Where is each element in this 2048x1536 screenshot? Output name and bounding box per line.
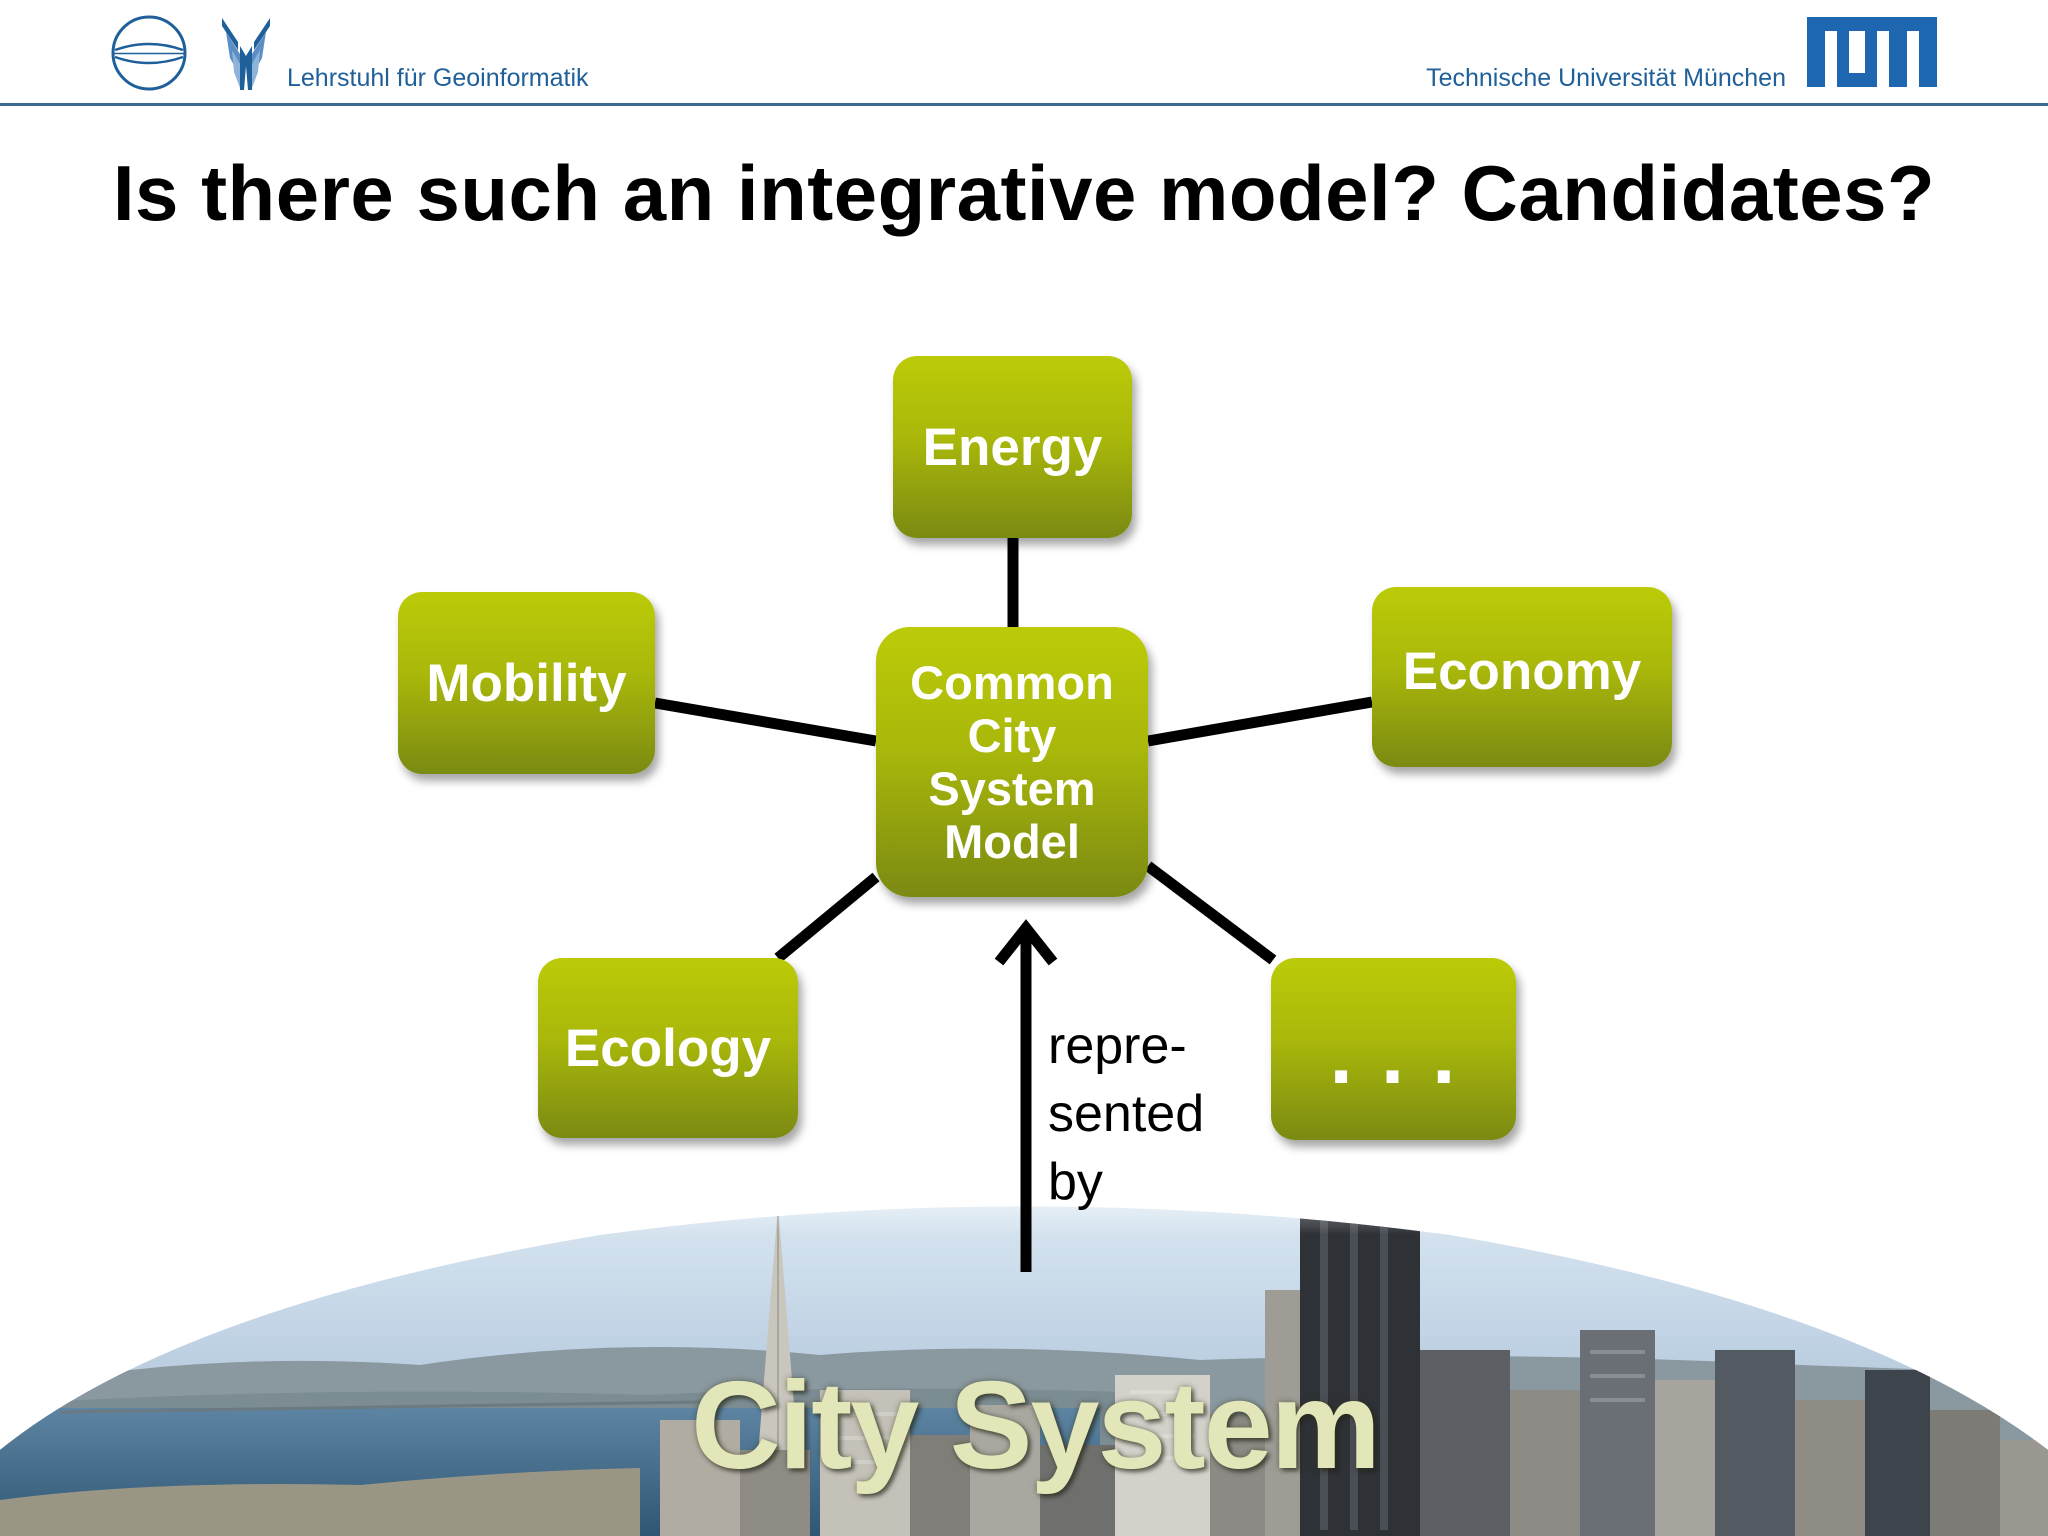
node-ecology: Ecology xyxy=(538,958,798,1138)
node-mobility: Mobility xyxy=(398,592,655,774)
chair-circle-logo-icon xyxy=(111,15,187,91)
city-panorama-image xyxy=(0,1206,2048,1536)
node-common-city-system-model: Common City System Model xyxy=(876,627,1148,897)
node-economy-label: Economy xyxy=(1402,641,1642,701)
represented-by-label: repre- sented by xyxy=(1048,1017,1205,1211)
node-more: ... xyxy=(1271,958,1516,1140)
connector-more xyxy=(1144,861,1277,965)
header-divider xyxy=(0,103,2048,106)
node-more-label: ... xyxy=(1329,1006,1484,1101)
slide-title: Is there such an integrative model? Cand… xyxy=(112,149,1936,237)
connector-ecology xyxy=(774,872,880,963)
node-economy: Economy xyxy=(1372,587,1672,767)
represented-by-arrow-head xyxy=(994,919,1058,966)
university-name: Technische Universität München xyxy=(1426,64,1786,92)
connector-mobility xyxy=(654,697,877,747)
connector-economy xyxy=(1147,696,1373,747)
node-mobility-label: Mobility xyxy=(426,653,627,713)
city-system-label: City System xyxy=(691,1357,1381,1495)
tum-logo-icon xyxy=(1807,17,1937,87)
chair-name: Lehrstuhl für Geoinformatik xyxy=(287,64,589,92)
node-energy: Energy xyxy=(893,356,1132,538)
geoinformatics-wing-logo-icon xyxy=(222,18,270,90)
slide-header: Lehrstuhl für Geoinformatik Technische U… xyxy=(0,0,2048,106)
node-ecology-label: Ecology xyxy=(564,1018,772,1078)
node-center-label: Common City System Model xyxy=(910,656,1114,868)
node-energy-label: Energy xyxy=(922,417,1103,477)
